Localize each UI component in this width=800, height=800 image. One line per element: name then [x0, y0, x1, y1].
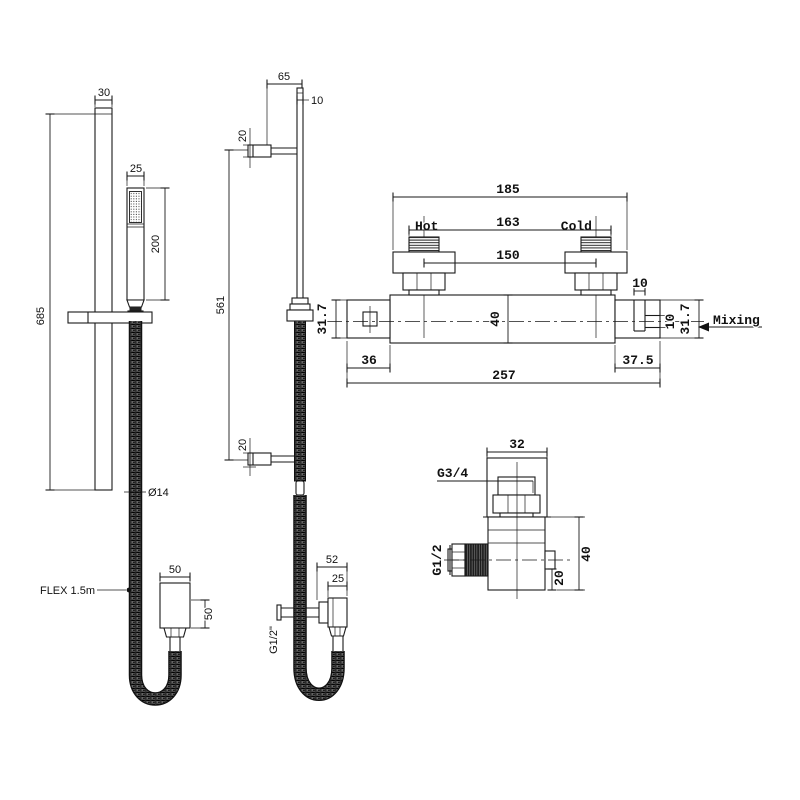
wall-outlet-box	[159, 582, 191, 629]
dim-plate-span: 185	[496, 182, 520, 197]
cold-wall-plate	[564, 251, 628, 274]
dim-rail-width: 30	[98, 87, 110, 99]
valve-body	[389, 294, 616, 344]
shower-hose-outline	[293, 495, 345, 701]
top-nut	[492, 494, 541, 514]
elbow-flange	[318, 601, 329, 624]
dim-left-end-height: 31.7	[315, 303, 330, 334]
slider-bar	[67, 311, 153, 324]
slide-rail	[94, 107, 113, 491]
handset-spray-face	[129, 191, 142, 223]
dim-elbow-depth: 52	[326, 554, 338, 566]
dim-hose-diameter: Ø14	[148, 487, 169, 499]
dim-outlet-step: 10	[632, 276, 648, 291]
dim-outlet-height: 10	[663, 314, 678, 330]
hot-wall-plate	[392, 251, 456, 274]
hot-inlet-label: Hot	[415, 219, 438, 234]
dim-overall-length: 257	[492, 368, 515, 383]
dim-thread-span: 163	[496, 215, 520, 230]
rail-front-view: 685 30 25 200	[34, 86, 216, 706]
mixing-outlet-label: Mixing	[713, 313, 760, 328]
dim-rail-height: 685	[35, 307, 47, 325]
dim-body-width: 32	[509, 437, 525, 452]
handset-ring	[129, 307, 142, 311]
valve-left-end	[346, 299, 391, 339]
valve-front-view: Hot Cold 185 163 150 40 31.7 36	[314, 181, 762, 388]
dim-left-end-width: 36	[361, 353, 377, 368]
wall-bracket-bottom	[247, 452, 272, 466]
elbow-body	[327, 597, 348, 628]
flex-hose-label: FLEX 1.5m	[40, 585, 95, 597]
dim-inlet-centres: 150	[496, 248, 520, 263]
shower-hose	[294, 495, 344, 700]
handset-profile	[294, 320, 306, 482]
cold-inlet-label: Cold	[561, 219, 592, 234]
dim-handset-length: 200	[150, 235, 162, 253]
dim-elbow-body: 25	[332, 573, 344, 585]
cold-inlet-collar	[580, 289, 612, 296]
handset-tip	[295, 480, 305, 496]
inlet-thread-label: G1/2	[430, 544, 445, 575]
hot-inlet-thread	[408, 236, 440, 253]
valve-body-profile	[487, 516, 546, 591]
cold-inlet-thread	[580, 236, 612, 253]
valve-right-end	[614, 299, 661, 339]
dim-bracket-offset: 65	[278, 71, 290, 83]
top-thread-label: G3/4	[437, 466, 468, 481]
shower-hose-outline	[128, 321, 182, 706]
wall-bracket-top	[247, 144, 272, 158]
dim-bottom-bracket: 20	[237, 439, 249, 451]
cold-inlet-nut	[574, 272, 618, 291]
dim-outlet-offset: 20	[552, 570, 567, 586]
dim-rail-diameter: 10	[311, 95, 323, 107]
dim-right-end-height: 31.7	[678, 303, 693, 334]
dim-right-end-width: 37.5	[622, 353, 653, 368]
outlet-nut	[163, 627, 187, 638]
mixing-arrow-icon	[698, 322, 709, 332]
temp-handle-square	[362, 311, 378, 327]
top-thread-stub	[497, 476, 536, 496]
leader-dot	[126, 587, 132, 593]
elbow-arm-cap	[276, 604, 282, 621]
dim-handset-width: 25	[130, 163, 142, 175]
slider-holder	[286, 309, 314, 322]
hot-inlet-collar	[408, 289, 440, 296]
slider-cone	[289, 303, 311, 311]
slider-cone	[291, 297, 309, 305]
dim-top-bracket: 20	[237, 130, 249, 142]
shower-hose	[130, 321, 181, 705]
rail-side-view: 65 10 20 561	[214, 70, 348, 701]
dim-side-body-height: 40	[579, 546, 594, 562]
dim-body-height: 40	[488, 311, 503, 327]
top-nut-collar	[499, 512, 534, 518]
dim-outlet-height: 50	[203, 608, 215, 620]
elbow-nut	[328, 626, 347, 637]
dim-bracket-spacing: 561	[215, 296, 227, 314]
outlet-thread-label: G1/2"	[268, 626, 280, 654]
hot-inlet-nut	[402, 272, 446, 291]
handset-cone	[126, 299, 145, 308]
valve-side-view: 32 G3/4 G1/2 40 20	[429, 436, 595, 599]
dim-outlet-width: 50	[169, 564, 181, 576]
